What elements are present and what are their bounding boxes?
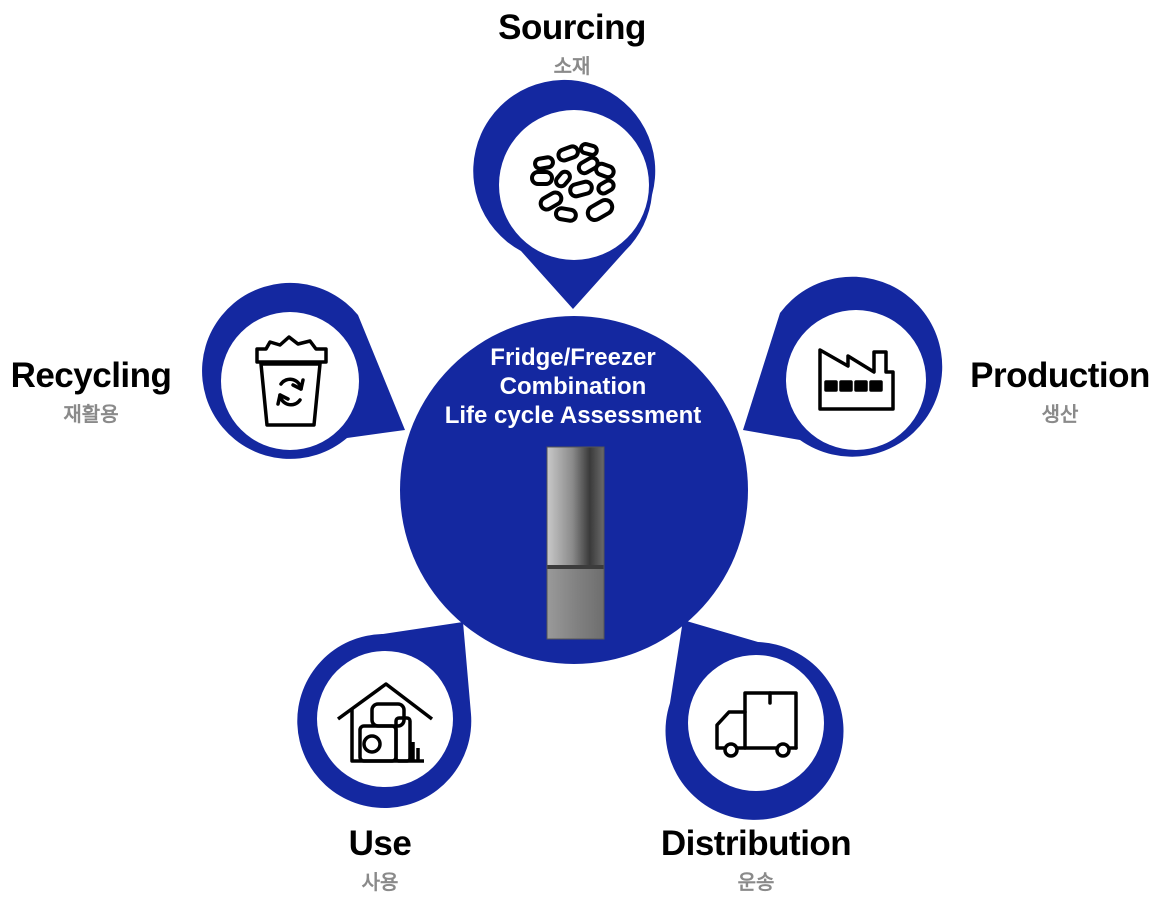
distribution-subtitle: 운송	[737, 872, 775, 894]
use-title: Use	[348, 824, 412, 863]
use-pin	[297, 622, 472, 808]
recycling-label: Recycling 재활용	[0, 356, 182, 427]
recycling-title: Recycling	[10, 356, 172, 395]
use-subtitle: 사용	[361, 872, 399, 894]
factory-icon	[818, 348, 895, 411]
production-subtitle: 생산	[1041, 404, 1079, 426]
center-title: Fridge/Freezer Combination Life cycle As…	[400, 343, 746, 430]
production-pin	[743, 276, 943, 457]
production-label: Production 생산	[955, 356, 1164, 427]
sourcing-title: Sourcing	[498, 8, 646, 47]
center-title-line-3: Life cycle Assessment	[444, 402, 702, 429]
refrigerator-image	[546, 446, 605, 640]
recycle-bin-icon	[255, 335, 328, 427]
materials-icon	[530, 142, 616, 223]
distribution-title: Distribution	[660, 824, 852, 863]
recycling-pin	[202, 282, 405, 459]
home-appliances-icon	[336, 682, 434, 763]
truck-icon	[715, 691, 798, 758]
production-title: Production	[970, 356, 1150, 395]
sourcing-subtitle: 소재	[553, 56, 591, 78]
recycling-subtitle: 재활용	[63, 404, 119, 426]
use-label: Use 사용	[320, 824, 440, 895]
center-title-line-2: Combination	[499, 373, 647, 400]
sourcing-label: Sourcing 소재	[472, 8, 672, 79]
center-title-line-1: Fridge/Freezer	[490, 344, 656, 371]
distribution-label: Distribution 운송	[640, 824, 872, 895]
sourcing-pin	[473, 79, 656, 310]
distribution-pin	[665, 620, 844, 820]
